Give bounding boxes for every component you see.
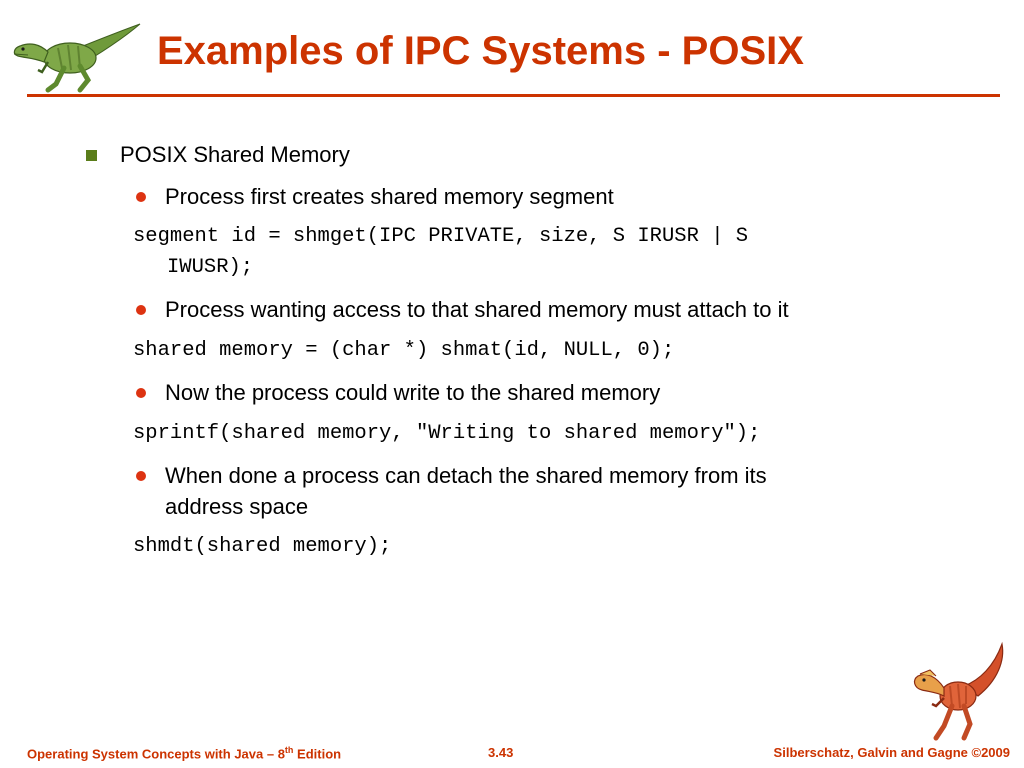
red-dinosaur-icon [913,641,1004,741]
bullet-attach: Process wanting access to that shared me… [165,297,789,322]
square-bullet-icon [86,150,97,161]
footer-book-title-suffix: Edition [293,746,342,762]
dot-bullet-icon [136,388,146,398]
footer-book-title-sup: th [284,745,294,755]
footer-book-title-prefix: Operating System Concepts with Java – 8 [27,746,285,762]
bullet-detach-line2: address space [165,494,309,519]
footer-authors: Silberschatz, Galvin and Gagne ©2009 [773,745,1010,760]
bullet-create-segment: Process first creates shared memory segm… [165,184,614,209]
dot-bullet-icon [136,305,146,315]
bullet-posix-shared-memory: POSIX Shared Memory [120,142,350,167]
footer-book-title: Operating System Concepts with Java – 8t… [27,745,341,761]
page-title: Examples of IPC Systems - POSIX [157,29,804,73]
code-shmget-continued: IWUSR); [167,256,254,279]
page-number: 3.43 [488,745,514,760]
code-sprintf: sprintf(shared memory, "Writing to share… [133,422,761,445]
dot-bullet-icon [136,471,146,481]
title-divider [27,94,1000,97]
dot-bullet-icon [136,192,146,202]
code-shmget: segment id = shmget(IPC PRIVATE, size, S… [133,225,749,248]
green-dinosaur-icon [13,23,141,93]
code-shmat: shared memory = (char *) shmat(id, NULL,… [133,339,675,362]
bullet-write: Now the process could write to the share… [165,380,661,405]
bullet-detach-line1: When done a process can detach the share… [165,463,767,488]
code-shmdt: shmdt(shared memory); [133,535,392,558]
